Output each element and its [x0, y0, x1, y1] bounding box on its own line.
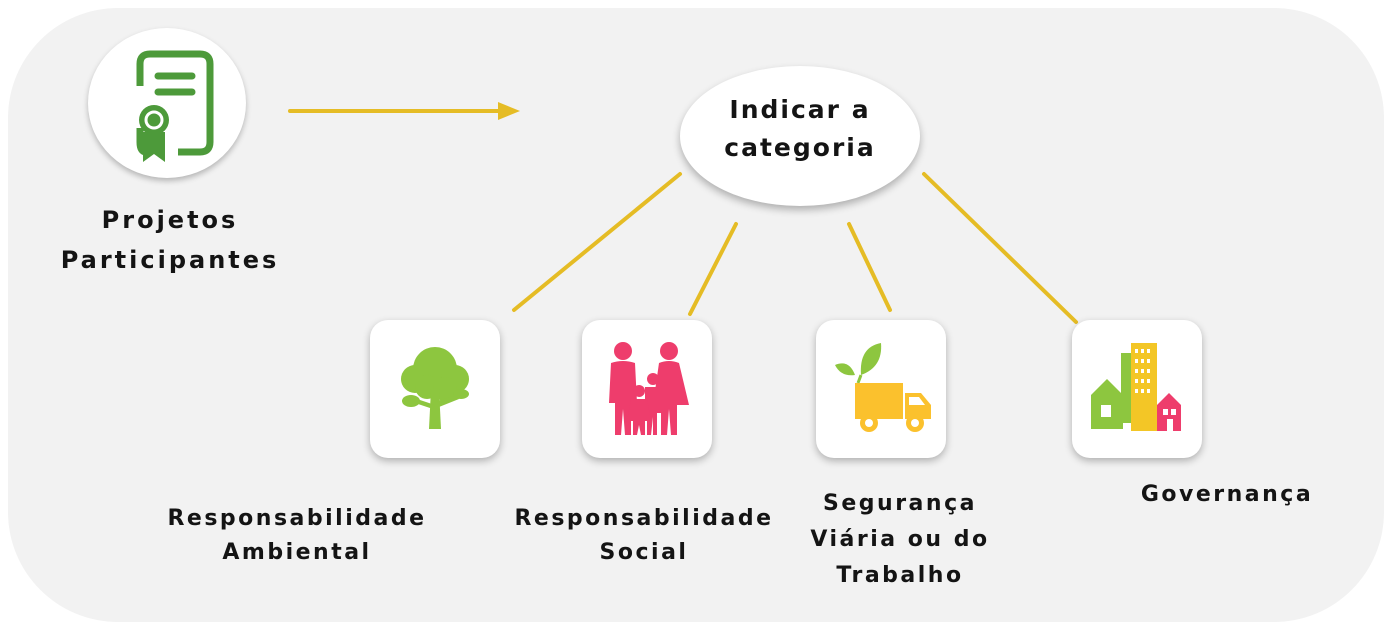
source-label-line1: Projetos	[101, 206, 239, 234]
hub-label: Indicar a categoria	[680, 66, 920, 167]
category-label-ambiental-line2: Ambiental	[222, 540, 372, 565]
category-label-social: Responsabilidade Social	[484, 502, 804, 570]
hub-node: Indicar a categoria	[680, 66, 920, 206]
category-label-seguranca-line1: Segurança	[823, 491, 977, 516]
category-label-seguranca-line2: Viária ou do	[810, 527, 990, 552]
family-icon	[609, 342, 689, 435]
connector-seguranca	[847, 222, 892, 312]
connector-governanca	[922, 172, 1078, 324]
category-label-ambiental-line1: Responsabilidade	[167, 506, 427, 531]
category-label-seguranca: Segurança Viária ou do Trabalho	[800, 486, 1000, 594]
category-label-ambiental: Responsabilidade Ambiental	[132, 502, 462, 570]
category-card-seguranca	[816, 320, 946, 458]
city-buildings-icon	[1091, 343, 1181, 431]
tree-icon	[401, 347, 469, 429]
delivery-truck-leaf-icon	[835, 343, 931, 432]
category-label-governanca: Governança	[1132, 478, 1322, 512]
hub-label-line1: Indicar a	[729, 95, 871, 124]
category-card-social	[582, 320, 712, 458]
certificate-icon	[136, 50, 214, 162]
category-label-governanca-line1: Governança	[1140, 482, 1314, 507]
connector-ambiental	[512, 172, 682, 312]
arrow-head-icon	[498, 102, 520, 120]
category-card-governanca	[1072, 320, 1202, 458]
source-label: Projetos Participantes	[40, 200, 300, 280]
category-label-seguranca-line3: Trabalho	[836, 563, 964, 588]
hub-label-line2: categoria	[724, 133, 876, 162]
category-card-ambiental	[370, 320, 500, 458]
source-label-line2: Participantes	[60, 246, 280, 274]
certificate-badge	[88, 28, 246, 178]
connector-social	[688, 222, 738, 316]
category-label-social-line2: Social	[599, 540, 689, 565]
category-label-social-line1: Responsabilidade	[514, 506, 774, 531]
